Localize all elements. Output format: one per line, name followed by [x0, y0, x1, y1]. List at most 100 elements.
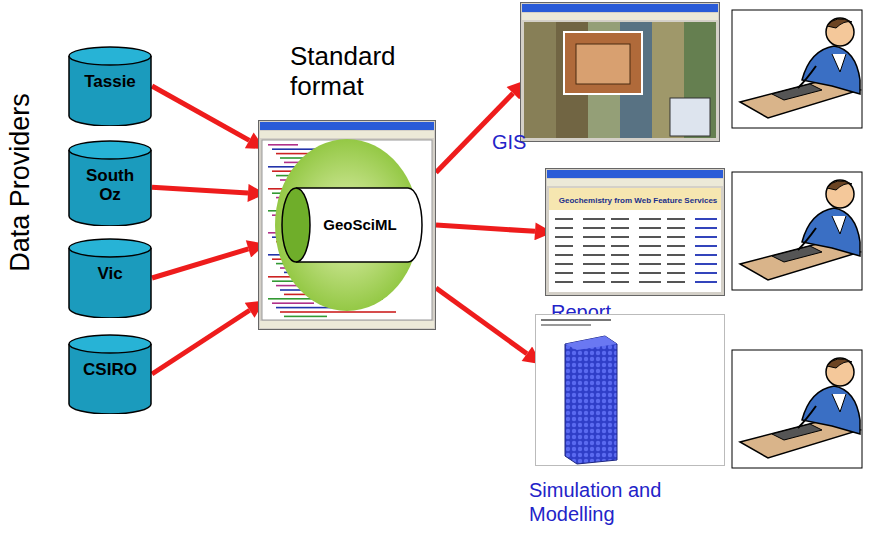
- output-screenshot: Simulation and Modelling: [535, 314, 725, 466]
- data-provider-cylinder: Vic: [68, 238, 152, 318]
- window-frame: [521, 3, 720, 142]
- table-cell-line: [639, 254, 661, 256]
- table-cell-line: [667, 263, 685, 265]
- output-screenshot: GIS: [520, 2, 720, 142]
- node-label: South Oz: [78, 166, 142, 204]
- table-cell-line: [639, 218, 661, 220]
- code-line: [280, 311, 396, 313]
- rock-column-top: [565, 336, 617, 350]
- table-cell-line: [555, 254, 573, 256]
- flow-arrow: [436, 288, 527, 354]
- window-toolbar: [522, 13, 718, 20]
- table-cell-line: [639, 227, 661, 229]
- output-label: GIS: [492, 130, 526, 154]
- table-cell-line: [695, 272, 717, 274]
- window-frame: [259, 121, 436, 330]
- table-cell-line: [583, 236, 605, 238]
- table-cell-line: [667, 254, 685, 256]
- cylinder-top: [69, 239, 151, 257]
- table-cell-line: [611, 218, 629, 220]
- table-cell-line: [667, 245, 685, 247]
- table-cell-line: [555, 218, 573, 220]
- map-tile: [556, 109, 588, 138]
- standard-format-window: GeoSciML: [258, 120, 436, 330]
- window-titlebar: [522, 4, 718, 12]
- table-cell-line: [583, 281, 605, 283]
- map-tile: [684, 22, 716, 51]
- node-label: Tassie: [78, 72, 142, 91]
- map-tile: [524, 22, 556, 51]
- image-caption-line: [541, 319, 611, 321]
- report-page: [549, 188, 721, 292]
- rock-column: [565, 336, 617, 464]
- node-shape: [535, 314, 725, 466]
- table-cell-line: [555, 281, 573, 283]
- table-cell-line: [695, 281, 717, 283]
- cylinder-body: [69, 56, 151, 126]
- table-cell-line: [555, 263, 573, 265]
- table-cell-line: [583, 245, 605, 247]
- window-toolbar: [547, 179, 723, 186]
- map-tile: [524, 109, 556, 138]
- map-inset: [564, 32, 642, 94]
- status-bar: [260, 321, 434, 328]
- code-line: [268, 144, 298, 146]
- data-provider-cylinder: Tassie: [68, 46, 152, 126]
- node-shape: [545, 168, 725, 296]
- table-cell-line: [695, 236, 717, 238]
- table-cell-line: [639, 236, 661, 238]
- map-inset-detail: [576, 44, 630, 84]
- map-tile: [524, 80, 556, 109]
- side-heading: Data Providers: [5, 93, 36, 272]
- map-area: [524, 22, 716, 138]
- table-cell-line: [695, 254, 717, 256]
- flow-arrow: [152, 249, 248, 278]
- table-cell-line: [611, 245, 629, 247]
- table-cell-line: [611, 236, 629, 238]
- table-cell-line: [639, 272, 661, 274]
- document-page: [262, 140, 432, 320]
- table-cell-line: [555, 245, 573, 247]
- table-cell-line: [611, 254, 629, 256]
- table-cell-line: [611, 272, 629, 274]
- flow-arrow: [152, 310, 250, 374]
- table-cell-line: [667, 236, 685, 238]
- table-cell-line: [583, 227, 605, 229]
- data-provider-cylinder: CSIRO: [68, 334, 152, 414]
- cylinder-top: [69, 47, 151, 65]
- table-cell-line: [611, 263, 629, 265]
- code-line: [284, 316, 327, 318]
- table-cell-line: [555, 227, 573, 229]
- node-label: GeoSciML: [308, 216, 412, 233]
- cylinder-top: [69, 335, 151, 353]
- table-cell-line: [695, 218, 717, 220]
- flow-arrow: [152, 86, 249, 140]
- data-provider-cylinder: South Oz: [68, 140, 152, 226]
- node-label: CSIRO: [78, 360, 142, 379]
- table-cell-line: [639, 245, 661, 247]
- map-tile: [524, 51, 556, 80]
- map-overview: [670, 98, 710, 136]
- table-cell-line: [695, 263, 717, 265]
- table-cell-line: [639, 281, 661, 283]
- node-shape: [520, 2, 720, 142]
- report-header: [549, 188, 721, 210]
- table-cell-line: [611, 227, 629, 229]
- window-frame: [546, 169, 725, 296]
- table-cell-line: [583, 272, 605, 274]
- table-cell-line: [583, 218, 605, 220]
- table-cell-line: [667, 281, 685, 283]
- table-cell-line: [555, 236, 573, 238]
- table-cell-line: [695, 227, 717, 229]
- window-titlebar: [547, 170, 723, 178]
- map-tile: [652, 22, 684, 51]
- table-cell-line: [667, 227, 685, 229]
- map-tile: [684, 51, 716, 80]
- window-toolbar: [260, 131, 434, 138]
- table-cell-line: [639, 263, 661, 265]
- cylinder-top: [69, 141, 151, 159]
- map-tile: [652, 51, 684, 80]
- map-tile: [620, 109, 652, 138]
- center-heading: Standard format: [290, 42, 440, 102]
